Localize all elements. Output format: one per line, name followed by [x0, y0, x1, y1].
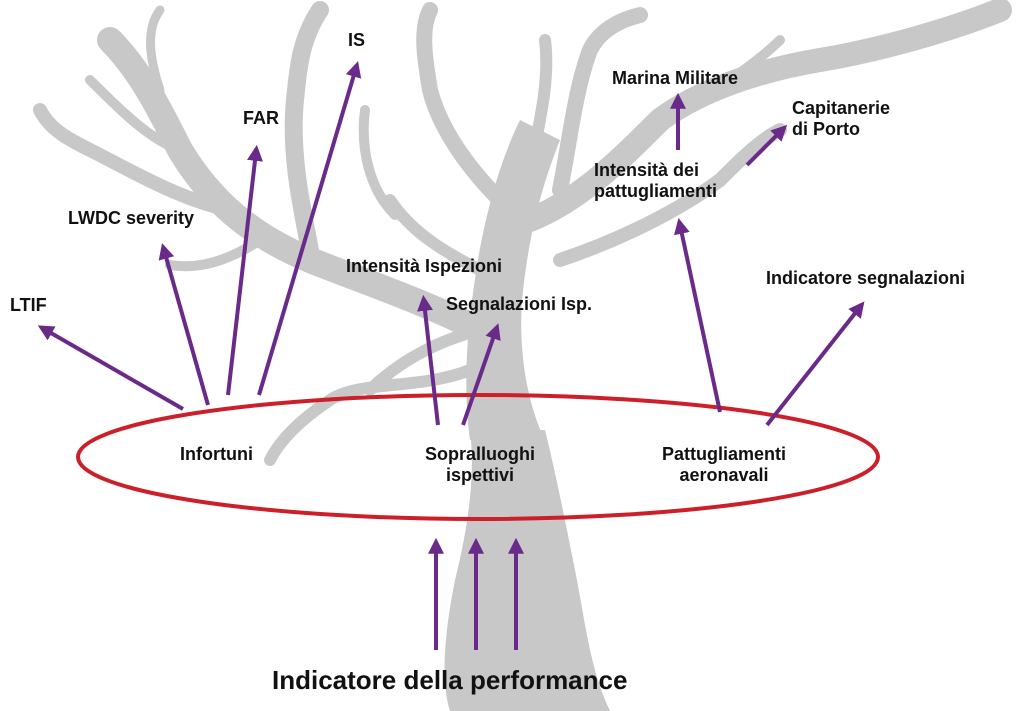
- label-ltif: LTIF: [10, 295, 47, 315]
- branch-left-twig-1: [85, 75, 185, 155]
- label-is: IS: [348, 30, 366, 50]
- arrow-sopralluoghi-segnalazioni: [461, 323, 501, 426]
- branch-left-upper: [284, 1, 329, 259]
- branch-mid-left-lower: [364, 324, 486, 396]
- label-lwdc-severity: LWDC severity: [68, 208, 195, 228]
- label-indicatore-performance: Indicatore della performance: [272, 665, 628, 695]
- label-infortuni: Infortuni: [180, 444, 253, 464]
- label-intensita-ispezioni: Intensità Ispezioni: [346, 256, 503, 276]
- branch-center-mid: [384, 194, 486, 276]
- tree-trunk: [444, 430, 610, 711]
- label-capitanerie-line1: Capitanerie: [792, 98, 891, 118]
- arrow-pattugliamenti-intensita: [674, 217, 722, 413]
- branch-right-twig-2: [855, 25, 955, 60]
- branch-right-twig-1: [695, 35, 785, 105]
- branch-right-upper: [552, 7, 648, 198]
- label-pattugliamenti-line2: aeronavali: [679, 465, 769, 485]
- branch-center-up: [416, 2, 508, 208]
- tree-trunk-upper: [466, 120, 560, 440]
- arrow-infortuni-is: [257, 61, 362, 396]
- label-intensita-pattugliamenti-line1: Intensità dei: [594, 160, 700, 180]
- branch-left-far: [33, 103, 237, 217]
- branch-center-twig: [358, 105, 400, 220]
- label-pattugliamenti-aeronavali: Pattugliamenti aeronavali: [642, 444, 806, 486]
- label-intensita-pattugliamenti-line2: pattugliamenti: [594, 181, 718, 201]
- tree-silhouette: [33, 0, 1012, 711]
- arrow-infortuni-far: [226, 144, 263, 396]
- label-pattugliamenti-line1: Pattugliamenti: [661, 444, 786, 464]
- label-capitanerie: Capitanerie di Porto: [792, 98, 890, 140]
- label-capitanerie-line2: di Porto: [792, 119, 860, 139]
- arrow-sopralluoghi-intensita: [417, 294, 440, 426]
- arrow-infortuni-ltif: [37, 325, 184, 411]
- branch-right-low: [553, 123, 787, 267]
- arrow-infortuni-lwdc: [158, 243, 210, 406]
- label-marina-militare: Marina Militare: [612, 68, 739, 88]
- arrow-intensita-capitanerie: [745, 124, 788, 167]
- label-intensita-pattugliamenti: Intensità dei pattugliamenti: [594, 160, 717, 202]
- label-sopralluoghi-line1: Sopralluoghi: [425, 444, 535, 464]
- label-indicatore-segnalazioni: Indicatore segnalazioni: [766, 268, 966, 288]
- arrows: [37, 61, 865, 650]
- branch-center-upper-right: [524, 34, 553, 176]
- label-sopralluoghi-ispettivi: Sopralluoghi ispettivi: [400, 444, 560, 486]
- categories-ellipse: [76, 393, 880, 521]
- label-far: FAR: [243, 108, 279, 128]
- branch-left-twig-2: [146, 5, 165, 95]
- label-sopralluoghi-line2: ispettivi: [445, 465, 515, 485]
- label-segnalazioni-isp: Segnalazioni Isp.: [446, 294, 593, 314]
- branch-left-main: [97, 27, 493, 343]
- arrow-pattugliamenti-segnalazioni: [765, 301, 865, 427]
- branch-left-twig-3: [165, 235, 265, 272]
